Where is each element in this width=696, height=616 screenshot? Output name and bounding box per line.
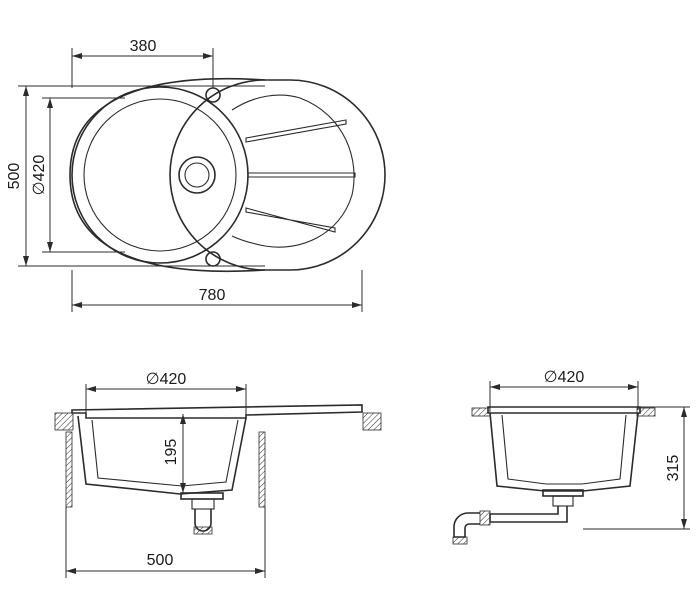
side-drain-body [552, 495, 574, 507]
cabinet-wall-right [258, 431, 266, 508]
top-view: 380 500 ∅420 780 [6, 38, 386, 312]
side-dim-bowl-diameter-label: ∅420 [544, 369, 585, 386]
side-dim-overall-height-label: 315 [665, 455, 682, 482]
dim-hole-offset-label: 380 [130, 38, 157, 55]
front-trap-nut [193, 526, 213, 535]
front-dim-cabinet-width-label: 500 [147, 552, 174, 569]
bowl-rim [71, 86, 249, 264]
side-elbow-nut [452, 536, 468, 545]
front-drain-body [191, 498, 215, 510]
drainboard-outline [231, 94, 355, 248]
drain-outer [178, 156, 216, 194]
side-sink-flange [487, 406, 641, 414]
bowl-inner [83, 98, 237, 252]
drain-grooves [245, 119, 356, 233]
front-dim-bowl-diameter-label: ∅420 [146, 371, 187, 388]
drain-inner [184, 162, 210, 188]
sink-outline [169, 79, 386, 271]
sink-flange [71, 404, 363, 419]
side-bowl-outer [489, 412, 639, 492]
front-section-view: ∅420 195 500 [54, 371, 382, 578]
dim-overall-depth-label: 500 [6, 163, 23, 190]
side-countertop-right [636, 407, 656, 417]
countertop-left [54, 412, 74, 431]
side-section-view: ∅420 315 [452, 369, 690, 545]
dim-overall-width-label: 780 [199, 287, 226, 304]
side-countertop-left [471, 407, 491, 417]
side-pipe-nut [479, 510, 491, 526]
front-dim-bowl-depth-label: 195 [163, 439, 180, 466]
dim-bowl-diameter-label: ∅420 [31, 155, 48, 196]
side-elbow [453, 512, 480, 538]
countertop-right [362, 412, 382, 431]
cabinet-wall-left [65, 431, 73, 508]
side-bowl-inner [501, 414, 627, 485]
side-waste-pipe [489, 506, 568, 523]
front-bowl-outer [77, 415, 247, 495]
